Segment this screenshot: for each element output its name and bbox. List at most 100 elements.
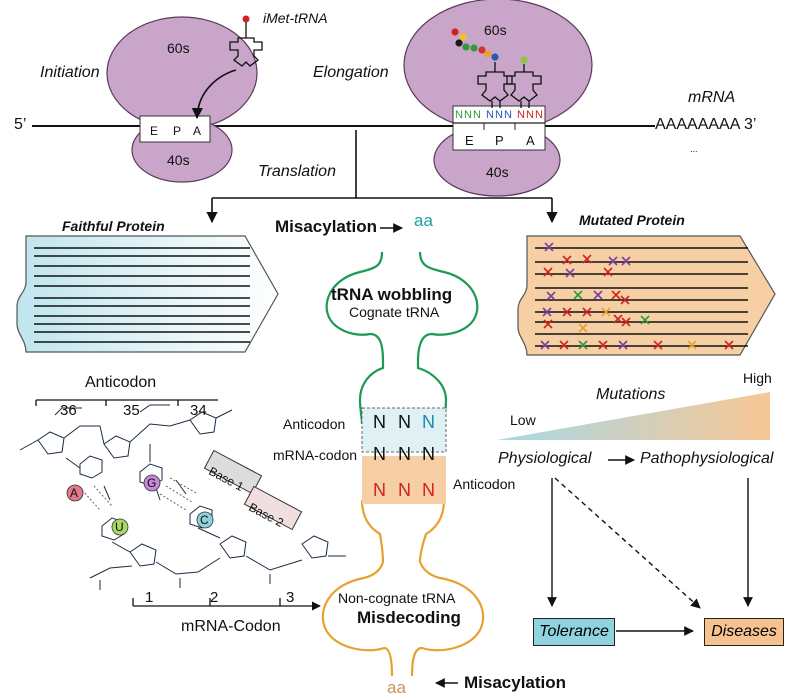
imet-entry-arrow xyxy=(191,69,237,120)
base-c-marker xyxy=(196,511,214,529)
position-34-label: 34 xyxy=(190,402,207,419)
noncognate-trna-label: Non-cognate tRNA xyxy=(338,590,456,606)
anticodon-box xyxy=(361,407,447,453)
elong-codon-a1: N xyxy=(517,109,525,121)
faithful-protein-shape xyxy=(16,235,279,353)
initiation-ribosome xyxy=(106,16,258,183)
base-u-label: U xyxy=(115,520,124,534)
base-u-marker xyxy=(111,518,129,536)
initiation-site-box xyxy=(139,115,211,143)
misacylation-bottom-label: Misacylation xyxy=(464,673,567,692)
imet-trna-icon xyxy=(229,15,263,67)
base-g-label: G xyxy=(147,476,157,490)
mrna-codon-label: mRNA-codon xyxy=(273,447,358,463)
elongation-ribosome xyxy=(403,0,593,197)
diseases-box: Diseases xyxy=(704,618,784,646)
diseases-label: Diseases xyxy=(711,623,777,640)
hydrogen-bonds xyxy=(81,477,199,511)
cognate-trna-label: Cognate tRNA xyxy=(349,304,440,320)
anticodon-n3: N xyxy=(422,412,435,432)
initiation-60s-subunit xyxy=(106,16,258,130)
anticodon-chem-label: Anticodon xyxy=(85,374,157,391)
elong-site-a: A xyxy=(526,133,535,148)
aa-top-label: aa xyxy=(414,211,433,230)
base1-label-box xyxy=(203,449,263,495)
faithful-protein-label: Faithful Protein xyxy=(62,218,165,234)
prime-5-label: 5’ xyxy=(14,116,27,133)
noncognate-n3: N xyxy=(422,480,435,500)
tolerance-box: Tolerance xyxy=(533,618,615,646)
mutated-protein-label: Mutated Protein xyxy=(579,212,685,228)
position-35-label: 35 xyxy=(123,402,140,419)
noncognate-n2: N xyxy=(398,480,411,500)
codon-position-1: 1 xyxy=(145,589,154,606)
elong-codon-e3: N xyxy=(473,109,481,121)
position-36-label: 36 xyxy=(60,402,77,419)
misacylation-top-label: Misacylation xyxy=(275,217,378,236)
initiation-label: Initiation xyxy=(40,64,100,81)
elong-codon-p3: N xyxy=(504,109,512,121)
codon-bracket xyxy=(132,598,321,611)
initiation-40s-label: 40s xyxy=(167,152,190,168)
elong-codon-a3: N xyxy=(535,109,543,121)
mutation-gradient-ramp xyxy=(497,392,770,440)
anticodon-n1: N xyxy=(373,412,386,432)
polya-tail-label: AAAAAAAA 3’ xyxy=(655,116,757,133)
high-label: High xyxy=(743,370,772,386)
elong-codon-a2: N xyxy=(526,109,534,121)
elong-codon-p2: N xyxy=(495,109,503,121)
nascent-peptide-chain xyxy=(451,28,528,64)
elongation-label: Elongation xyxy=(313,64,389,81)
translation-label: Translation xyxy=(258,163,336,180)
initiation-60s-label: 60s xyxy=(167,40,190,56)
elongation-40s-label: 40s xyxy=(486,164,509,180)
mutated-protein-shape xyxy=(517,235,776,356)
outcome-arrows xyxy=(547,455,753,636)
elong-site-e: E xyxy=(465,133,474,148)
elongation-60s-label: 60s xyxy=(484,22,507,38)
physiological-label: Physiological xyxy=(498,450,592,467)
anticodon-right-label: Anticodon xyxy=(453,476,516,492)
trna-wobbling-label: tRNA wobbling xyxy=(331,285,453,304)
base-a-marker xyxy=(66,484,84,502)
base-c-label: C xyxy=(200,513,209,527)
elongation-trnas xyxy=(477,62,542,108)
pathophysiological-label: Pathophysiological xyxy=(640,450,774,467)
mrna-codon-chem-label: mRNA-Codon xyxy=(181,618,281,635)
init-site-a: A xyxy=(193,124,202,138)
init-site-p: P xyxy=(173,124,182,138)
mutations-label: Mutations xyxy=(596,386,666,403)
ellipsis-label: ... xyxy=(690,144,698,154)
nucleotide-structures xyxy=(19,404,346,590)
elongation-site-box xyxy=(452,105,546,151)
anticodon-n2: N xyxy=(398,412,411,432)
base-a-label: A xyxy=(70,486,79,500)
low-label: Low xyxy=(510,412,536,428)
base2-label-box xyxy=(243,485,303,531)
codon-n2: N xyxy=(398,444,411,464)
init-site-e: E xyxy=(150,124,159,138)
codon-position-3: 3 xyxy=(286,589,295,606)
aa-bottom-label: aa xyxy=(387,678,406,697)
imet-trna-label: iMet-tRNA xyxy=(263,10,328,26)
base-g-marker xyxy=(143,474,161,492)
tolerance-label: Tolerance xyxy=(539,623,609,640)
mrna-label: mRNA xyxy=(688,89,736,106)
elong-codon-e2: N xyxy=(464,109,472,121)
codon-position-2: 2 xyxy=(210,589,219,606)
noncognate-anticodon-box xyxy=(362,456,446,504)
noncognate-trna-shape xyxy=(321,499,485,677)
noncognate-n1: N xyxy=(373,480,386,500)
elong-site-p: P xyxy=(495,133,504,148)
misdecoding-label: Misdecoding xyxy=(357,608,461,627)
cognate-trna-shape xyxy=(325,251,479,425)
elong-codon-e1: N xyxy=(455,109,463,121)
codon-n3: N xyxy=(422,444,435,464)
translation-connector xyxy=(206,130,558,224)
elong-codon-p1: N xyxy=(486,109,494,121)
anticodon-bracket xyxy=(35,399,218,406)
codon-n1: N xyxy=(373,444,386,464)
anticodon-left-label: Anticodon xyxy=(283,416,346,432)
